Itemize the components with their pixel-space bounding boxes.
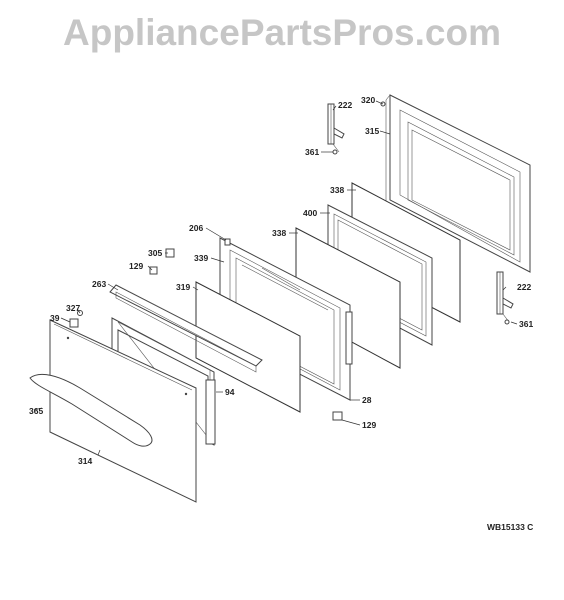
part-39-bracket (69, 318, 79, 328)
part-206-clip (224, 238, 231, 246)
callout-222-bottom: 222 (517, 282, 531, 292)
diagram-code: WB15133 C (487, 522, 534, 532)
small-parts (69, 101, 510, 421)
hinge-top (327, 103, 345, 153)
callout-315: 315 (365, 126, 379, 136)
callout-319: 319 (176, 282, 190, 292)
callout-400: 400 (303, 208, 317, 218)
callout-338-upper: 338 (330, 185, 344, 195)
callout-365: 365 (29, 406, 43, 416)
part-129-spacer (149, 266, 158, 275)
callout-305: 305 (148, 248, 162, 258)
watermark-logo: AppliancePartsPros.com (63, 12, 501, 53)
callout-263: 263 (92, 279, 106, 289)
hinge-bottom (496, 271, 514, 323)
door-handle (29, 373, 153, 447)
callout-206: 206 (189, 223, 203, 233)
callout-94: 94 (225, 387, 235, 397)
callout-361-bottom: 361 (519, 319, 533, 329)
vent-channel (109, 284, 263, 373)
part-361-screw-top (332, 149, 338, 155)
callout-129-lower: 129 (362, 420, 376, 430)
callout-129-upper: 129 (129, 261, 143, 271)
part-361-screw-bottom (504, 319, 510, 325)
callout-39: 39 (50, 313, 60, 323)
inner-door-frame (385, 94, 531, 273)
leader-lines (33, 100, 518, 456)
callout-labels: 222 320 315 361 338 400 338 206 305 339 … (29, 95, 533, 466)
callout-28: 28 (362, 395, 372, 405)
callout-361-top: 361 (305, 147, 319, 157)
callout-314: 314 (78, 456, 92, 466)
callout-339: 339 (194, 253, 208, 263)
part-129-spacer-lower (332, 411, 343, 421)
callout-320: 320 (361, 95, 375, 105)
callout-222-top: 222 (338, 100, 352, 110)
callout-338-lower: 338 (272, 228, 286, 238)
callout-327: 327 (66, 303, 80, 313)
outer-door-panel (49, 319, 197, 503)
